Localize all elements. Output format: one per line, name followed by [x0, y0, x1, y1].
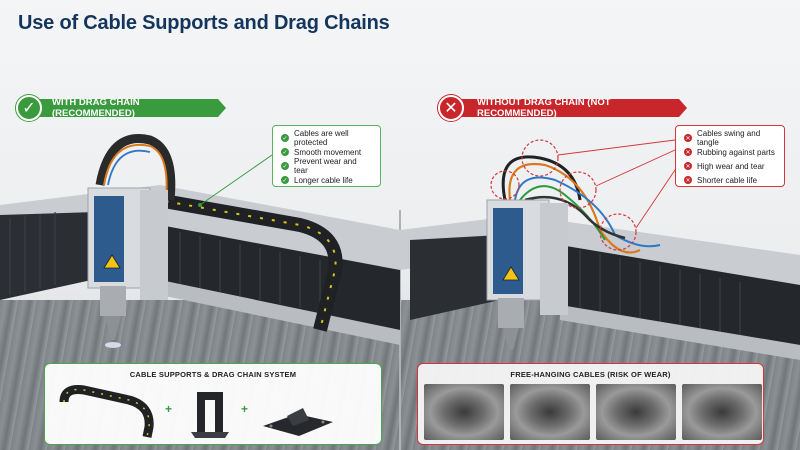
- problems-callout: ✕Cables swing and tangle ✕Rubbing agains…: [675, 125, 785, 187]
- mounting-plate-icon: [263, 408, 333, 436]
- cable-wear-photo: [682, 384, 762, 440]
- check-icon: ✓: [281, 148, 289, 156]
- benefit-item: ✓Smooth movement: [281, 147, 362, 157]
- panel-title: FREE-HANGING CABLES (RISK OF WEAR): [510, 370, 671, 379]
- problem-item: ✕Rubbing against parts: [684, 147, 775, 157]
- benefit-item: ✓Cables are well protected: [281, 129, 349, 147]
- free-hanging-cables-panel: FREE-HANGING CABLES (RISK OF WEAR): [417, 363, 764, 445]
- drag-chain-icon: [59, 385, 154, 438]
- problem-item: ✕Cables swing and tangle: [684, 129, 761, 147]
- plus-icon: +: [165, 402, 173, 416]
- benefit-item: ✓Longer cable life: [281, 175, 353, 185]
- benefits-callout: ✓Cables are well protected ✓Smooth movem…: [272, 125, 381, 187]
- not-recommended-banner: WITHOUT DRAG CHAIN (NOT RECOMMENDED): [455, 99, 687, 117]
- check-icon: ✓: [281, 134, 289, 142]
- drag-chain-system-panel: CABLE SUPPORTS & DRAG CHAIN SYSTEM + +: [44, 363, 382, 445]
- scene-divider: [399, 210, 401, 450]
- cable-wear-photo: [424, 384, 504, 440]
- cross-icon: ✕: [684, 148, 692, 156]
- page-title: Use of Cable Supports and Drag Chains: [18, 12, 390, 34]
- cross-icon: ✕: [684, 162, 692, 170]
- plus-icon: +: [241, 402, 249, 416]
- machine-with-drag-chain: [0, 134, 400, 348]
- cross-icon: ✕: [684, 134, 692, 142]
- check-icon: ✓: [16, 95, 42, 121]
- check-icon: ✓: [281, 176, 289, 184]
- benefit-item: ✓Prevent wear and tear: [281, 157, 357, 175]
- problem-item: ✕High wear and tear: [684, 161, 765, 171]
- check-icon: ✓: [281, 162, 289, 170]
- cable-support-bracket-icon: [191, 392, 229, 438]
- cable-wear-photo: [596, 384, 676, 440]
- cross-icon: ✕: [684, 176, 692, 184]
- problem-item: ✕Shorter cable life: [684, 175, 758, 185]
- cross-icon: ✕: [438, 95, 464, 121]
- panel-title: CABLE SUPPORTS & DRAG CHAIN SYSTEM: [129, 370, 297, 379]
- cable-wear-photo: [510, 384, 590, 440]
- recommended-banner: WITH DRAG CHAIN (RECOMMENDED): [30, 99, 226, 117]
